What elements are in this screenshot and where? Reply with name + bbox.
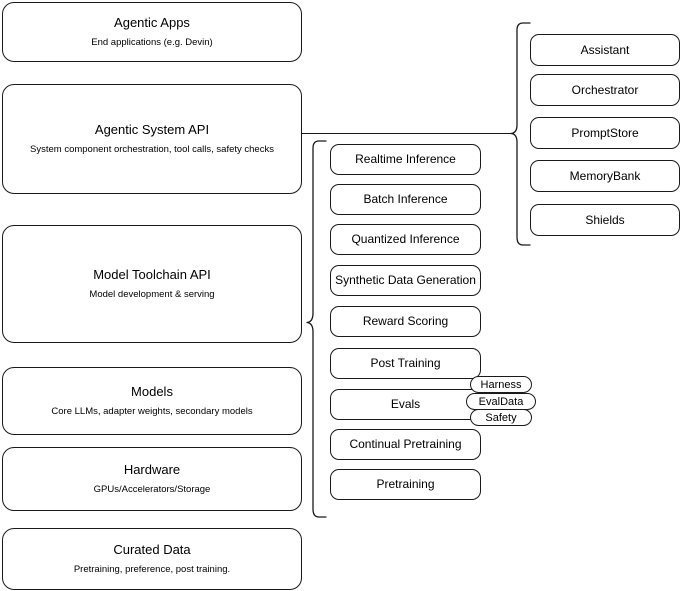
layer-subtitle: Model development & serving xyxy=(89,288,215,300)
capability-label: Batch Inference xyxy=(363,192,448,206)
component-label: MemoryBank xyxy=(569,168,641,183)
component-label: Orchestrator xyxy=(571,82,639,97)
capability-label: Synthetic Data Generation xyxy=(335,273,476,287)
layer-title: Agentic System API xyxy=(94,122,210,138)
layer-subtitle: Pretraining, preference, post training. xyxy=(73,563,231,575)
layer-subtitle: System component orchestration, tool cal… xyxy=(30,143,274,155)
eval-pill-harness[interactable]: Harness xyxy=(470,376,532,393)
layer-title: Agentic Apps xyxy=(114,15,190,31)
layer-box-hardware[interactable]: Hardware GPUs/Accelerators/Storage xyxy=(2,447,302,511)
capability-box-batch-inference[interactable]: Batch Inference xyxy=(330,184,481,215)
layer-box-model-toolchain-api[interactable]: Model Toolchain API Model development & … xyxy=(2,225,302,343)
capability-label: Continual Pretraining xyxy=(349,437,462,451)
layer-subtitle: Core LLMs, adapter weights, secondary mo… xyxy=(51,405,253,417)
layer-box-curated-data[interactable]: Curated Data Pretraining, preference, po… xyxy=(2,528,302,590)
system-api-to-components-connector xyxy=(302,133,514,135)
capability-box-reward-scoring[interactable]: Reward Scoring xyxy=(330,306,481,337)
capability-box-realtime-inference[interactable]: Realtime Inference xyxy=(330,144,481,175)
eval-pill-label: Harness xyxy=(480,378,522,391)
system-components-brace xyxy=(510,22,532,246)
layer-subtitle: End applications (e.g. Devin) xyxy=(91,36,213,48)
capability-box-evals[interactable]: Evals xyxy=(330,389,481,420)
component-label: PromptStore xyxy=(571,125,639,140)
eval-pill-label: Safety xyxy=(485,411,517,424)
component-box-orchestrator[interactable]: Orchestrator xyxy=(530,74,680,106)
capability-box-continual-pretraining[interactable]: Continual Pretraining xyxy=(330,429,481,460)
capability-box-quantized-inference[interactable]: Quantized Inference xyxy=(330,224,481,255)
layer-title: Curated Data xyxy=(113,542,191,558)
component-box-promptstore[interactable]: PromptStore xyxy=(530,117,680,149)
eval-pill-evaldata[interactable]: EvalData xyxy=(466,393,536,410)
component-box-memorybank[interactable]: MemoryBank xyxy=(530,160,680,192)
layer-box-agentic-system-api[interactable]: Agentic System API System component orch… xyxy=(2,84,302,194)
capability-label: Pretraining xyxy=(376,477,435,491)
eval-pill-label: EvalData xyxy=(478,395,524,408)
capability-box-synthetic-data-generation[interactable]: Synthetic Data Generation xyxy=(330,265,481,296)
component-label: Shields xyxy=(585,212,625,227)
capability-box-post-training[interactable]: Post Training xyxy=(330,348,481,379)
capability-label: Reward Scoring xyxy=(362,314,449,328)
layer-title: Model Toolchain API xyxy=(93,267,211,283)
layer-subtitle: GPUs/Accelerators/Storage xyxy=(93,483,211,495)
capability-label: Quantized Inference xyxy=(351,232,460,246)
layer-title: Hardware xyxy=(123,462,181,478)
component-box-shields[interactable]: Shields xyxy=(530,204,680,236)
capability-label: Post Training xyxy=(370,356,441,370)
component-label: Assistant xyxy=(580,42,630,57)
capability-label: Realtime Inference xyxy=(355,152,456,166)
layer-box-models[interactable]: Models Core LLMs, adapter weights, secon… xyxy=(2,367,302,435)
layer-box-agentic-apps[interactable]: Agentic Apps End applications (e.g. Devi… xyxy=(2,2,302,62)
capability-box-pretraining[interactable]: Pretraining xyxy=(330,469,481,500)
component-box-assistant[interactable]: Assistant xyxy=(530,34,680,66)
layer-title: Models xyxy=(131,384,173,400)
capability-label: Evals xyxy=(390,397,421,411)
eval-pill-safety[interactable]: Safety xyxy=(470,409,532,426)
toolchain-brace xyxy=(306,140,328,518)
